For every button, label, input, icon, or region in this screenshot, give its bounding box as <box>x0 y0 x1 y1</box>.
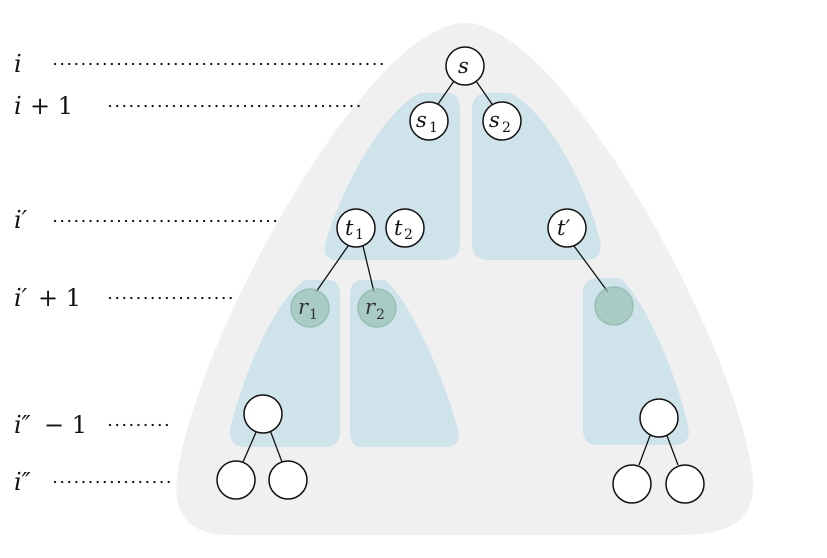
edge-right-leaf-2 <box>665 432 679 466</box>
svg-text:i″: i″ <box>14 411 31 439</box>
svg-text:i: i <box>14 92 22 120</box>
level-label-i-dprime-minus-1: i″ − 1 <box>14 411 87 439</box>
node-right-leaf-1 <box>612 464 652 504</box>
node-right-leaf-2 <box>665 464 705 504</box>
svg-text:t: t <box>345 216 354 240</box>
svg-text:2: 2 <box>376 307 385 323</box>
outer-region <box>176 23 754 535</box>
level-label-i-prime: i′ <box>14 206 28 234</box>
level-label-i-dprime: i″ <box>14 468 31 496</box>
svg-text:+ 1: + 1 <box>30 92 73 120</box>
node-t2: t 2 <box>385 208 425 248</box>
node-t1: t 1 <box>336 208 376 248</box>
node-r1: r 1 <box>290 288 330 328</box>
svg-text:+ 1: + 1 <box>38 284 81 312</box>
node-s2: s 2 <box>482 101 522 141</box>
svg-text:s: s <box>458 54 469 78</box>
node-r2: r 2 <box>357 288 397 328</box>
node-t-prime: t′ <box>547 208 587 248</box>
node-left-leaf-2 <box>268 460 308 500</box>
edge-left-leaf-2 <box>269 429 283 463</box>
svg-text:s: s <box>489 108 500 132</box>
svg-text:t: t <box>394 216 403 240</box>
svg-text:2: 2 <box>404 227 413 243</box>
svg-text:r: r <box>298 295 310 319</box>
node-right-parent <box>639 398 679 438</box>
svg-text:1: 1 <box>309 307 318 323</box>
edge-t1-r1 <box>315 245 349 293</box>
node-left-leaf-1 <box>216 460 256 500</box>
svg-text:1: 1 <box>355 227 364 243</box>
svg-text:− 1: − 1 <box>44 411 87 439</box>
svg-text:2: 2 <box>502 120 511 136</box>
node-tprime-child <box>594 286 634 326</box>
level-label-i-prime-plus-1: i′ + 1 <box>14 284 81 312</box>
node-s: s <box>445 46 485 86</box>
svg-text:1: 1 <box>429 120 438 136</box>
edge-t1-r2 <box>362 245 375 293</box>
svg-text:r: r <box>365 295 377 319</box>
svg-text:t′: t′ <box>557 216 570 240</box>
svg-text:s: s <box>416 108 427 132</box>
level-label-i: i <box>14 50 22 78</box>
edge-s-s2 <box>475 80 495 108</box>
edge-left-leaf-1 <box>242 429 258 463</box>
node-s1: s 1 <box>409 101 449 141</box>
svg-text:i′: i′ <box>14 284 28 312</box>
level-label-i-plus-1: i + 1 <box>14 92 73 120</box>
node-left-parent <box>243 394 283 434</box>
edge-s-s1 <box>435 80 455 108</box>
edge-tprime-child <box>573 245 609 293</box>
edge-right-leaf-1 <box>638 432 652 466</box>
